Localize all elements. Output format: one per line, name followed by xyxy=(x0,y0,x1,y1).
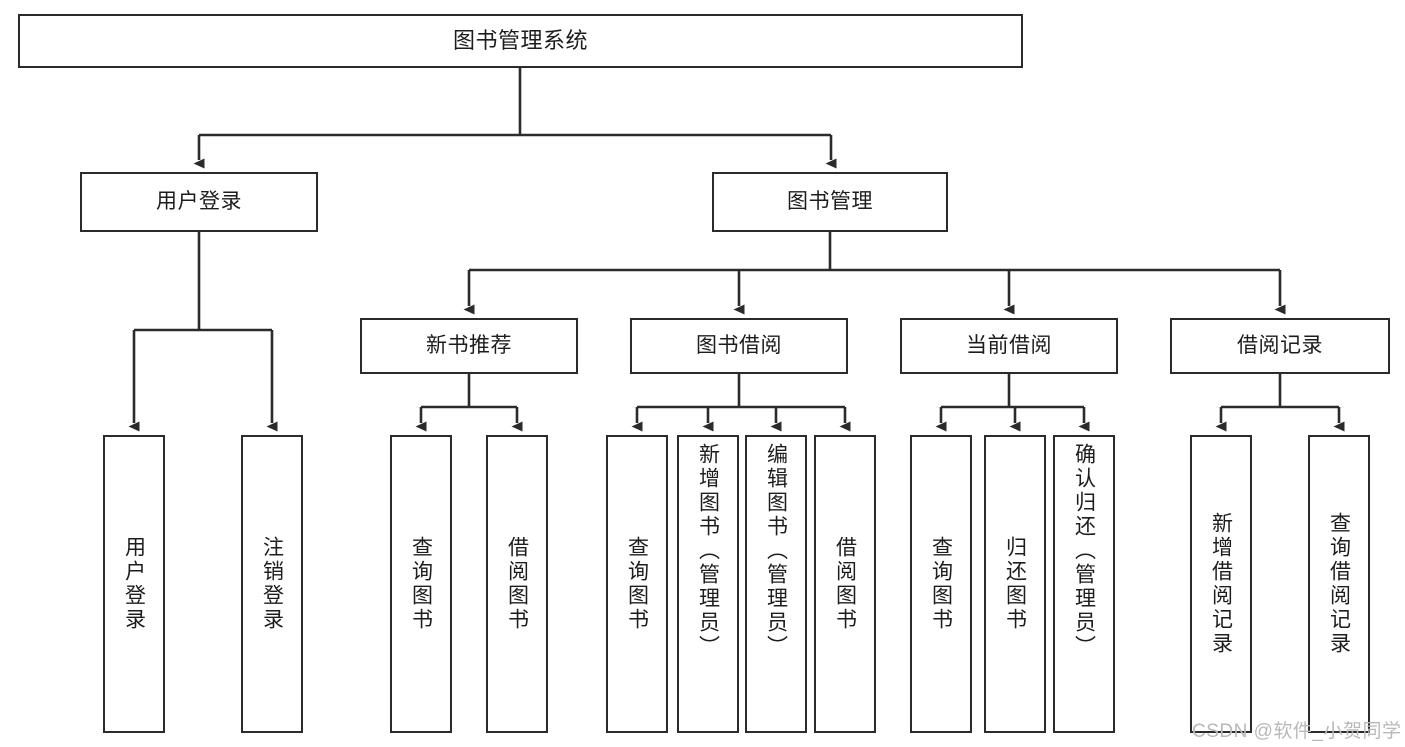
node-leaf-add-record-label: 新增借阅记录 xyxy=(1209,512,1233,656)
node-leaf-return-book-label: 归还图书 xyxy=(1003,536,1027,632)
node-leaf-query-book-2-label: 查询图书 xyxy=(625,536,649,632)
node-leaf-user-login[interactable]: 用户登录 xyxy=(103,435,165,733)
node-leaf-logout-label: 注销登录 xyxy=(260,536,284,632)
node-new-book-recommend-label: 新书推荐 xyxy=(426,334,512,358)
node-leaf-add-book[interactable]: 新增图书（管理员） xyxy=(677,435,739,733)
node-current-borrow[interactable]: 当前借阅 xyxy=(900,318,1118,374)
node-leaf-query-book-1[interactable]: 查询图书 xyxy=(390,435,452,733)
node-leaf-add-book-label: 新增图书（管理员） xyxy=(696,443,720,659)
node-leaf-borrow-book-2[interactable]: 借阅图书 xyxy=(814,435,876,733)
node-leaf-query-book-1-label: 查询图书 xyxy=(409,536,433,632)
node-book-management[interactable]: 图书管理 xyxy=(712,172,948,232)
node-book-management-label: 图书管理 xyxy=(787,190,873,214)
node-new-book-recommend[interactable]: 新书推荐 xyxy=(360,318,578,374)
node-root-label: 图书管理系统 xyxy=(452,27,588,53)
node-leaf-edit-book-label: 编辑图书（管理员） xyxy=(764,443,788,659)
node-current-borrow-label: 当前借阅 xyxy=(966,334,1052,358)
node-leaf-borrow-book-1[interactable]: 借阅图书 xyxy=(486,435,548,733)
node-user-login-label: 用户登录 xyxy=(156,190,242,214)
node-borrow-records[interactable]: 借阅记录 xyxy=(1170,318,1390,374)
node-leaf-borrow-book-1-label: 借阅图书 xyxy=(505,536,529,632)
node-leaf-logout[interactable]: 注销登录 xyxy=(241,435,303,733)
node-leaf-query-book-3[interactable]: 查询图书 xyxy=(910,435,972,733)
node-book-borrow[interactable]: 图书借阅 xyxy=(630,318,848,374)
node-leaf-confirm-return-label: 确认归还（管理员） xyxy=(1072,443,1096,659)
node-leaf-edit-book[interactable]: 编辑图书（管理员） xyxy=(745,435,807,733)
node-leaf-user-login-label: 用户登录 xyxy=(122,536,146,632)
node-leaf-borrow-book-2-label: 借阅图书 xyxy=(833,536,857,632)
node-book-borrow-label: 图书借阅 xyxy=(696,334,782,358)
node-leaf-query-record-label: 查询借阅记录 xyxy=(1327,512,1351,656)
node-leaf-add-record[interactable]: 新增借阅记录 xyxy=(1190,435,1252,733)
node-leaf-query-book-2[interactable]: 查询图书 xyxy=(606,435,668,733)
node-borrow-records-label: 借阅记录 xyxy=(1237,334,1323,358)
watermark: CSDN @软件_小贺同学 xyxy=(1192,721,1402,742)
node-leaf-return-book[interactable]: 归还图书 xyxy=(984,435,1046,733)
node-leaf-query-book-3-label: 查询图书 xyxy=(929,536,953,632)
node-leaf-confirm-return[interactable]: 确认归还（管理员） xyxy=(1053,435,1115,733)
node-user-login[interactable]: 用户登录 xyxy=(80,172,318,232)
node-root[interactable]: 图书管理系统 xyxy=(18,14,1023,68)
node-leaf-query-record[interactable]: 查询借阅记录 xyxy=(1308,435,1370,733)
